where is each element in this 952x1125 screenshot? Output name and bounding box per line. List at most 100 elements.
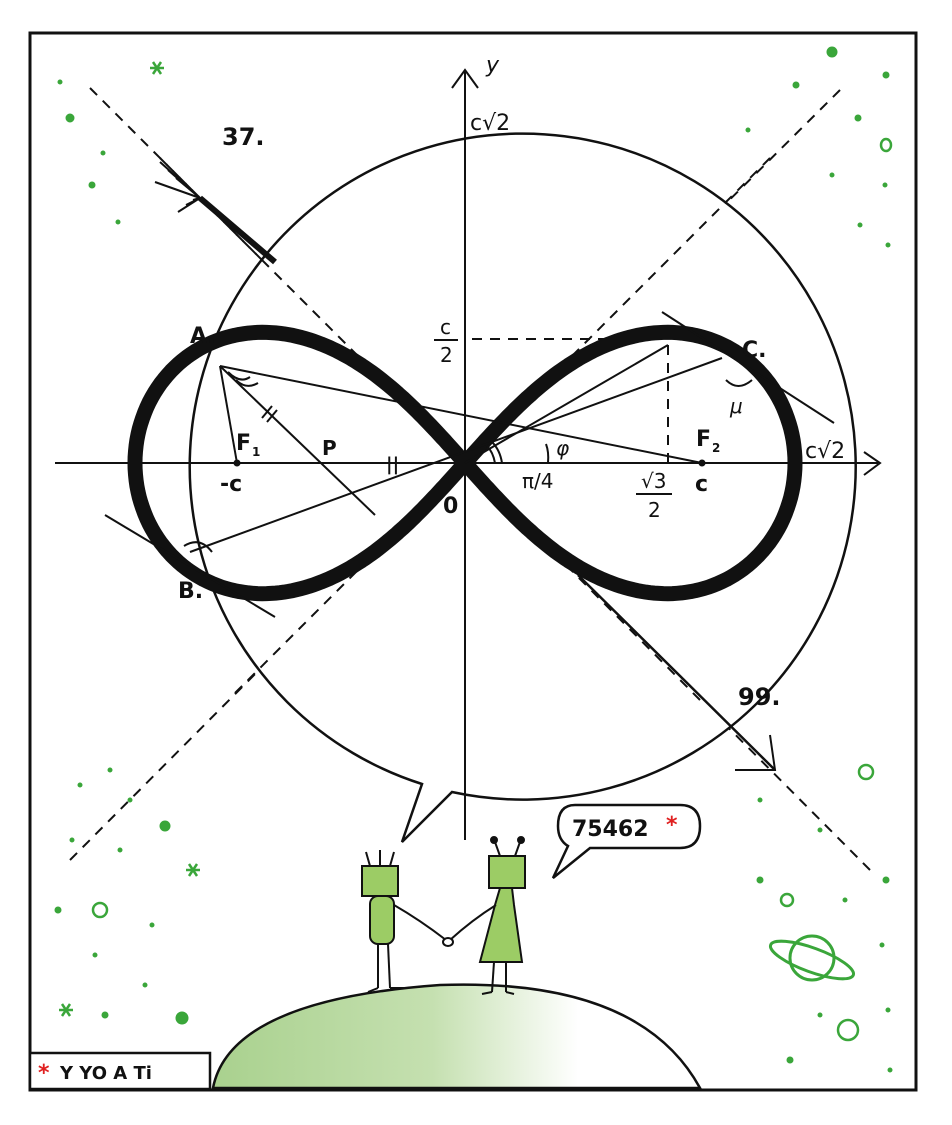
angle-mark-pi4 xyxy=(486,445,496,464)
star-dot xyxy=(175,1011,189,1025)
ringed-planet-icon xyxy=(768,934,856,982)
y-axis-top-label: c√2 xyxy=(470,111,510,136)
x-tick-sqrt3-denominator: 2 xyxy=(648,498,661,522)
y-tick-c-denominator: 2 xyxy=(440,343,453,367)
star-dot xyxy=(885,242,891,248)
arrow-99-shaft xyxy=(577,574,776,771)
segment-A-to-F2 xyxy=(219,365,703,464)
x-tick-pos-c: c xyxy=(695,472,708,497)
segment-A-normal xyxy=(219,365,376,516)
angle-mark-phi xyxy=(545,443,550,464)
y-tick-c-numerator: c xyxy=(440,315,451,339)
segment-B-to-C xyxy=(189,357,723,553)
segment-A-to-F1 xyxy=(219,365,238,464)
angle-pi4-label: π/4 xyxy=(522,469,554,493)
speech-bubble-text: 75462 xyxy=(572,817,649,842)
star-dot xyxy=(887,1067,893,1073)
arrow-37-label: 37. xyxy=(222,123,265,151)
segment-origin-to-point xyxy=(464,344,669,464)
star-ring xyxy=(857,763,875,781)
star-dot xyxy=(854,114,862,122)
star-dot xyxy=(115,219,121,225)
equal-length-mark: || xyxy=(386,454,399,475)
robot-right-head xyxy=(488,855,526,889)
dashed-diagonal-lower-left xyxy=(69,462,466,861)
star-dot xyxy=(882,876,890,884)
focus-F2-point xyxy=(698,459,706,467)
star-asterisk xyxy=(150,61,164,75)
tangent-at-C xyxy=(661,311,835,424)
star-dot xyxy=(826,46,838,58)
speech-bubble: 75462 * xyxy=(551,803,702,879)
star-dot xyxy=(127,797,133,803)
angle-mu-label: μ xyxy=(729,394,743,418)
star-dot xyxy=(57,79,63,85)
star-dot xyxy=(92,952,98,958)
equal-tick xyxy=(261,405,273,419)
star-dot xyxy=(101,1011,109,1019)
star-dot xyxy=(817,1012,823,1018)
star-dot xyxy=(107,767,113,773)
star-dot xyxy=(857,222,863,228)
point-A-label: A. xyxy=(190,324,216,349)
robot-left xyxy=(361,850,447,993)
star-dot xyxy=(100,150,106,156)
y-axis-arrowhead xyxy=(451,68,479,89)
x-tick-sqrt3-numerator: √3 xyxy=(641,469,666,493)
signature-box xyxy=(28,1051,212,1091)
star-dot xyxy=(77,782,83,788)
star-dot xyxy=(69,837,75,843)
star-dot xyxy=(117,847,123,853)
star-dot xyxy=(88,181,96,189)
x-axis-arrowhead xyxy=(863,451,882,476)
planet-ground xyxy=(211,983,703,1090)
star-dot xyxy=(792,81,800,89)
star-dot xyxy=(54,906,62,914)
angle-mark-A xyxy=(227,371,251,381)
point-B-label: B. xyxy=(178,579,203,604)
star-asterisks xyxy=(59,61,200,1017)
angle-mark-pi4 xyxy=(491,441,503,464)
angle-phi-label: φ xyxy=(556,436,569,460)
star-dot xyxy=(142,982,148,988)
star-ring xyxy=(879,137,893,153)
robot-left-body xyxy=(369,895,395,945)
star-dot xyxy=(842,897,848,903)
star-dot xyxy=(786,1056,794,1064)
star-dot xyxy=(817,827,823,833)
star-dot xyxy=(882,182,888,188)
star-dot xyxy=(882,71,890,79)
focus-F1-subscript: 1 xyxy=(252,445,260,459)
star-asterisk xyxy=(186,863,200,877)
x-axis-end-label: c√2 xyxy=(805,439,845,464)
focus-F2-label: F xyxy=(696,427,711,452)
dashed-diagonal-lower-right xyxy=(464,462,871,871)
arrow-99-label: 99. xyxy=(738,683,781,711)
focus-F1-point xyxy=(233,459,241,467)
signature: * Y YO A Ti xyxy=(28,1051,212,1091)
star-ring xyxy=(779,892,795,908)
arrow-37-shaft xyxy=(198,195,277,265)
arrow-99-head xyxy=(735,734,777,771)
star-rings xyxy=(91,137,893,1042)
star-field xyxy=(54,46,893,1073)
star-ring xyxy=(91,901,109,919)
origin-label: 0 xyxy=(443,494,458,519)
star-dot xyxy=(756,876,764,884)
star-dot xyxy=(149,922,155,928)
star-dot xyxy=(65,113,75,123)
angle-mark-A xyxy=(235,379,259,387)
angle-mark-B xyxy=(183,541,213,553)
tangent-at-B xyxy=(104,514,276,618)
star-dot xyxy=(745,127,751,133)
star-dot xyxy=(159,820,171,832)
speech-bubble-asterisk: * xyxy=(666,813,678,838)
signature-text: Y YO A Ti xyxy=(59,1063,152,1084)
y-axis-label: y xyxy=(485,53,500,78)
robot-right xyxy=(442,836,526,995)
star-dot xyxy=(757,797,763,803)
lemniscate-curve xyxy=(127,324,803,602)
star-asterisk xyxy=(59,1003,73,1017)
star-dot xyxy=(885,1007,891,1013)
